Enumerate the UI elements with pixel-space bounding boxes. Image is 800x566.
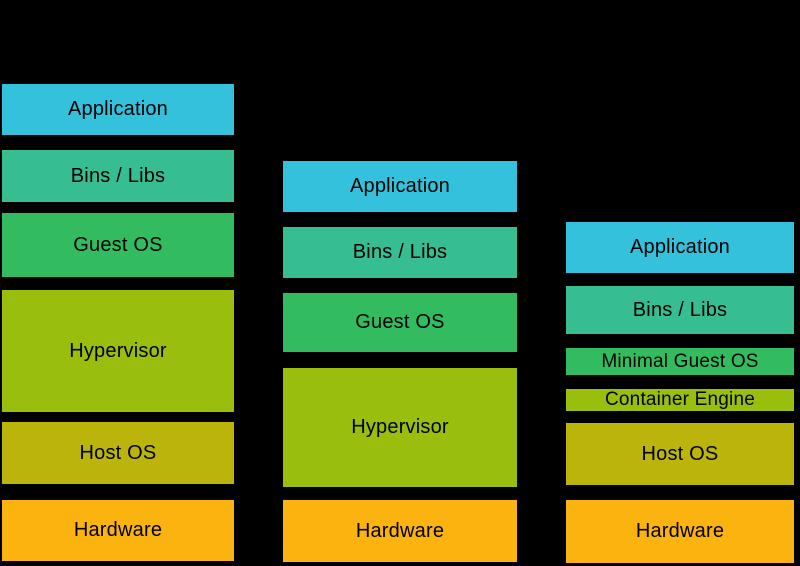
box-container-engine: Container Engine <box>566 389 794 411</box>
box-bins-libs: Bins / Libs <box>2 150 234 202</box>
box-guest-os: Guest OS <box>2 213 234 277</box>
column-2: Application Bins / Libs Guest OS Hypervi… <box>283 0 517 566</box>
box-minimal-guest-os: Minimal Guest OS <box>566 348 794 375</box>
column-1: Application Bins / Libs Guest OS Hypervi… <box>2 0 234 566</box>
box-hardware: Hardware <box>566 500 794 563</box>
box-hypervisor: Hypervisor <box>283 368 517 487</box>
box-hardware: Hardware <box>2 500 234 561</box>
box-application: Application <box>283 161 517 212</box>
box-hardware: Hardware <box>283 500 517 562</box>
box-host-os: Host OS <box>2 422 234 484</box>
box-hypervisor: Hypervisor <box>2 290 234 412</box>
box-bins-libs: Bins / Libs <box>283 227 517 278</box>
box-application: Application <box>2 84 234 135</box>
box-host-os: Host OS <box>566 423 794 485</box>
column-3: Application Bins / Libs Minimal Guest OS… <box>566 0 794 566</box>
box-application: Application <box>566 222 794 273</box>
box-guest-os: Guest OS <box>283 293 517 352</box>
box-bins-libs: Bins / Libs <box>566 286 794 334</box>
